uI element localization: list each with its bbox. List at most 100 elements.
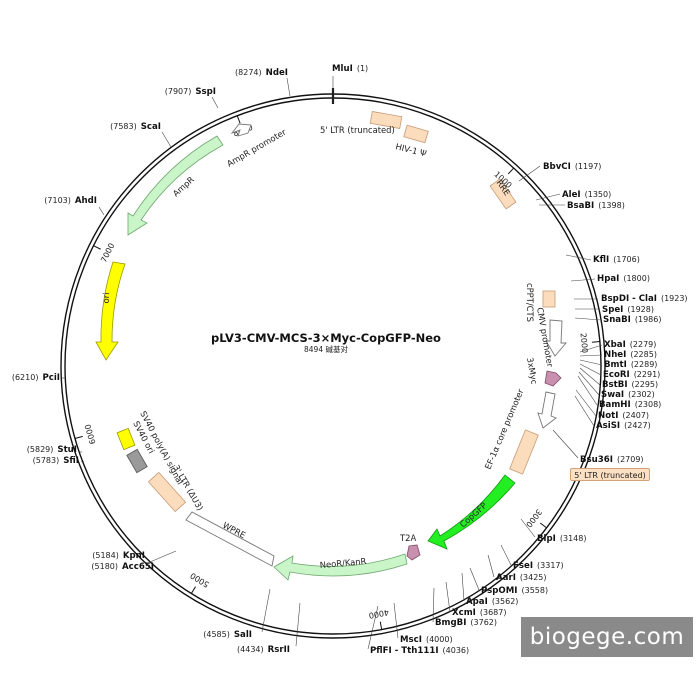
label-3xmyc: 3xMyc bbox=[525, 357, 540, 386]
site-leader-line bbox=[579, 363, 602, 376]
site-leader-line bbox=[575, 389, 597, 417]
label-neor: NeoR/KanR bbox=[319, 556, 367, 570]
site-nhei[interactable]: NheI(2285) bbox=[604, 350, 657, 360]
site-blpi[interactable]: BlpI(3148) bbox=[537, 534, 586, 544]
ori-arrow bbox=[95, 261, 126, 361]
feature-rre-box bbox=[489, 178, 517, 210]
site-kfli[interactable]: KflI(1706) bbox=[593, 255, 640, 265]
site-xcmi[interactable]: XcmI(3687) bbox=[452, 608, 506, 618]
tick-mark bbox=[236, 115, 241, 124]
site-fsei[interactable]: FseI(3317) bbox=[513, 561, 564, 571]
site-aari[interactable]: AarI(3425) bbox=[496, 573, 547, 583]
feature-ori: ori bbox=[95, 261, 126, 361]
tick-mark bbox=[507, 167, 515, 175]
site-leader-line bbox=[579, 344, 603, 353]
site-noti[interactable]: NotI(2407) bbox=[598, 411, 649, 421]
site-apai[interactable]: ApaI(3562) bbox=[466, 597, 518, 607]
site-spei[interactable]: SpeI(1928) bbox=[602, 305, 654, 315]
site-hpai[interactable]: HpaI(1800) bbox=[597, 274, 650, 284]
site-sfii[interactable]: (5783)SfiI bbox=[33, 456, 79, 466]
site-scai[interactable]: (7583)ScaI bbox=[110, 122, 161, 132]
feature-hiv-psi-box bbox=[403, 124, 429, 144]
site-ecori[interactable]: EcoRI(2291) bbox=[603, 370, 660, 380]
ltr-label-badge: 5' LTR (truncated) bbox=[570, 468, 650, 481]
label-ori: ori bbox=[101, 292, 111, 303]
site-swai[interactable]: SwaI(2302) bbox=[601, 390, 655, 400]
tick-label: 4000 bbox=[368, 608, 390, 621]
feature-3-ltr-box bbox=[147, 471, 187, 513]
site-sali[interactable]: (4585)SalI bbox=[203, 630, 252, 640]
3xmyc-arrow bbox=[544, 370, 562, 387]
ampr-promoter-arrow bbox=[230, 123, 252, 137]
site-bmgbi[interactable]: BmgBI(3762) bbox=[435, 618, 497, 628]
feature-sv40-ori-box bbox=[116, 427, 136, 451]
site-xbai[interactable]: XbaI(2279) bbox=[604, 340, 656, 350]
site-leader-line bbox=[579, 367, 601, 386]
site-ndei[interactable]: (8274)NdeI bbox=[235, 68, 288, 78]
site-alei[interactable]: AleI(1350) bbox=[562, 190, 611, 200]
site-mlui[interactable]: MluI(1) bbox=[332, 64, 368, 74]
site-leader-line bbox=[445, 581, 451, 613]
site-bbvci[interactable]: BbvCI(1197) bbox=[543, 162, 601, 172]
site-bspdi-clai[interactable]: BspDI - ClaI(1923) bbox=[601, 294, 688, 304]
label-hiv-psi: HIV-1 Ψ bbox=[395, 141, 428, 158]
tick-mark bbox=[190, 586, 196, 594]
site-leader-line bbox=[579, 354, 603, 357]
site-leader-line bbox=[469, 567, 480, 591]
t2a-arrow bbox=[406, 544, 421, 561]
watermark-logo: biogege.com bbox=[521, 617, 693, 657]
site-leader-line bbox=[565, 254, 592, 261]
site-snabi[interactable]: SnaBI(1986) bbox=[603, 315, 661, 325]
site-leader-line bbox=[393, 602, 399, 639]
site-leader-line bbox=[577, 375, 598, 406]
site-leader-line bbox=[161, 131, 172, 148]
feature-5-ltr-truncated: 5' LTR (truncated) bbox=[320, 111, 403, 135]
tick-mark bbox=[379, 621, 383, 630]
site-acc65i[interactable]: (5180)Acc65I bbox=[91, 562, 154, 572]
feature-5-ltr-box bbox=[369, 111, 403, 129]
tick-label: 7000 bbox=[99, 242, 116, 264]
site-leader-line bbox=[286, 77, 291, 97]
site-rsrii[interactable]: (4434)RsrII bbox=[237, 645, 290, 655]
site-msci[interactable]: MscI(4000) bbox=[400, 635, 453, 645]
copgfp-arrow bbox=[427, 474, 516, 550]
site-leader-line bbox=[367, 605, 379, 650]
site-leader-line bbox=[295, 602, 301, 647]
site-bstbi[interactable]: BstBI(2295) bbox=[602, 380, 658, 390]
site-stui[interactable]: (5829)StuI bbox=[27, 445, 77, 455]
tick-mark bbox=[93, 245, 101, 250]
plasmid-title: pLV3-CMV-MCS-3×Myc-CopGFP-Neo bbox=[211, 331, 441, 345]
site-leader-line bbox=[487, 554, 495, 578]
site-bmti[interactable]: BmtI(2289) bbox=[604, 360, 657, 370]
label-copgfp: CopGFP bbox=[458, 500, 489, 529]
tick-mark bbox=[591, 341, 600, 343]
feature-wpre: WPRE bbox=[185, 511, 275, 567]
ampr-arrow bbox=[127, 135, 224, 236]
site-asisi[interactable]: AsiSI(2427) bbox=[596, 421, 651, 431]
site-leader-line bbox=[518, 165, 541, 182]
site-pcii[interactable]: (6210)PciI bbox=[12, 373, 60, 383]
tick-mark bbox=[74, 435, 83, 440]
site-bsu36i[interactable]: Bsu36I(2709) bbox=[580, 455, 644, 465]
site-leader-line bbox=[520, 518, 536, 538]
site-leader-line bbox=[578, 371, 600, 396]
site-leader-line bbox=[80, 460, 85, 463]
site-sspi[interactable]: (7907)SspI bbox=[165, 87, 216, 97]
site-pspomi[interactable]: PspOMI(3558) bbox=[481, 586, 548, 596]
site-ahdi[interactable]: (7103)AhdI bbox=[44, 196, 97, 206]
feature-ampr: AmpR bbox=[127, 135, 224, 236]
site-bamhi[interactable]: BamHI(2308) bbox=[599, 400, 661, 410]
backbone-inner bbox=[64, 97, 602, 635]
site-leader-line bbox=[500, 544, 512, 566]
site-pflfi-tth111i[interactable]: PflFI - Tth111I(4036) bbox=[370, 646, 469, 656]
tick-label: 6000 bbox=[83, 423, 97, 445]
tick-label: 5000 bbox=[189, 571, 211, 589]
site-leader-line bbox=[211, 96, 219, 109]
cmv-promoter-arrow bbox=[545, 319, 567, 357]
ef1a-promoter-arrow bbox=[537, 391, 557, 429]
site-bsabi[interactable]: BsaBI(1398) bbox=[567, 201, 625, 211]
feature-cppt-cts: cPPT/CTS bbox=[525, 283, 556, 322]
site-kpni[interactable]: (5184)KpnI bbox=[92, 551, 145, 561]
feature-ampr-promoter: AmpR promoter bbox=[225, 123, 288, 169]
